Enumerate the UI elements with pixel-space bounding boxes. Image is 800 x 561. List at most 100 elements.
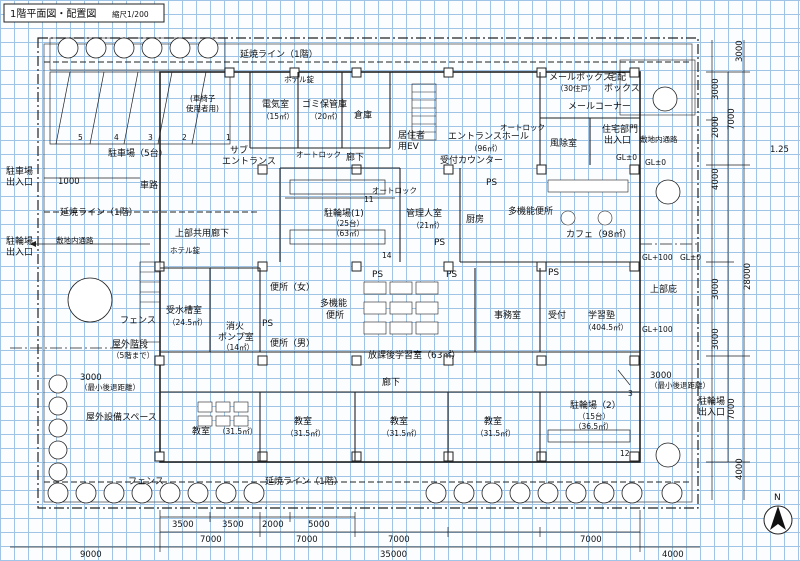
drawing-title: 1階平面図・配置図 bbox=[10, 8, 96, 20]
electric-room-area: （15㎡） bbox=[262, 112, 294, 121]
outdoor-stairs-label-2: （5階まで） bbox=[112, 350, 154, 360]
structural-columns bbox=[154, 67, 640, 462]
mail-corner-label: メールコーナー bbox=[568, 101, 631, 112]
wheelchair-label-1: (車椅子 bbox=[190, 93, 216, 103]
wheelchair-label-2: 使用者用) bbox=[186, 103, 219, 113]
auto-lock-label-2: オートロック bbox=[372, 186, 417, 195]
interior-walls bbox=[160, 72, 640, 462]
dim-bottom-2b: 7000 bbox=[296, 535, 318, 545]
resident-ev-label-2: 用EV bbox=[398, 141, 420, 152]
site-boundary bbox=[37, 37, 699, 509]
classroom-3-area: （31.5㎡） bbox=[382, 429, 421, 438]
parking-bay-4: 4 bbox=[114, 133, 119, 142]
planting-top bbox=[49, 37, 696, 116]
dim-right-lower-1: 3000 bbox=[711, 278, 721, 300]
ps-label-1: PS bbox=[486, 178, 497, 188]
ps-label-3: PS bbox=[372, 270, 383, 280]
delivery-box-label-1: 宅配 bbox=[608, 71, 626, 83]
common-corridor-label: 上部共用廊下 bbox=[175, 227, 229, 239]
dim-right-mid-1: 7000 bbox=[727, 108, 737, 130]
section-lines bbox=[10, 243, 700, 349]
parking-label: 駐車場（5台） bbox=[108, 147, 168, 159]
tree-column-left bbox=[48, 277, 113, 482]
delivery-box-label-2: ボックス bbox=[604, 83, 640, 94]
entrance-hall-label: エントランスホール bbox=[448, 131, 529, 142]
site-path-label-left: 敷地内通路 bbox=[56, 235, 94, 245]
mailbox-units: （30住戸） bbox=[556, 83, 596, 93]
setback-dim-left: 3000 bbox=[80, 373, 102, 383]
gl-marker-2: GL±0 bbox=[645, 158, 666, 167]
bike-entry-label-1: 駐輪場 bbox=[6, 235, 33, 247]
hotel-lock-label-left: ホテル錠 bbox=[170, 245, 200, 255]
bike-entry-right-label-1: 駐輪場 bbox=[698, 395, 725, 407]
right-dimension-lines bbox=[706, 40, 750, 500]
multi-toilet-2-label-1: 多機能 bbox=[320, 297, 347, 309]
bike-number-14: 14 bbox=[382, 251, 392, 260]
dim-right-mid-2: 28000 bbox=[743, 263, 753, 290]
cafe-label: カフェ（98㎡） bbox=[566, 229, 631, 240]
dim-right-upper-2: 2000 bbox=[711, 116, 721, 138]
toilet-male-label: 便所（男） bbox=[270, 337, 315, 349]
bike-entry-right-label-2: 出入口 bbox=[698, 406, 725, 418]
storage-label: 倉庫 bbox=[354, 109, 372, 121]
bike-parking-1-count: （25台） bbox=[332, 218, 364, 228]
ps-label-6: PS bbox=[262, 319, 273, 329]
auto-lock-label-3: オートロック bbox=[500, 123, 545, 132]
parking-bay-5: 5 bbox=[78, 133, 83, 142]
fire-spread-lines bbox=[44, 61, 690, 483]
manager-room-area: （21㎡） bbox=[412, 221, 444, 230]
dim-right-mid-3: 7000 bbox=[727, 398, 737, 420]
water-tank-label: 受水槽室 bbox=[166, 304, 202, 316]
site-fence bbox=[43, 43, 693, 503]
corridor-label-top: 廊下 bbox=[346, 151, 364, 163]
upper-eaves-label: 上部庇 bbox=[650, 283, 677, 295]
study-tables bbox=[363, 281, 439, 335]
fire-pump-label-2: ポンプ室 bbox=[218, 331, 254, 343]
setback-dim-right: 3000 bbox=[650, 371, 672, 381]
bike-parking-2-label: 駐輪場（2） bbox=[570, 399, 621, 411]
classroom-4-area: （31.5㎡） bbox=[476, 429, 515, 438]
fire-line-label-top: 延焼ライン（1階） bbox=[240, 48, 318, 60]
kitchen-label: 厨房 bbox=[466, 213, 484, 225]
fire-pump-label-1: 消火 bbox=[226, 320, 244, 332]
dim-right-upper-3: 3000 bbox=[711, 78, 721, 100]
classroom-1-area: （31.5㎡） bbox=[218, 427, 257, 436]
fence-label-left: フェンス bbox=[120, 316, 156, 326]
dim-bottom-total-3: 4000 bbox=[662, 550, 684, 560]
fire-line-label-left: 延焼ライン（1階） bbox=[60, 206, 138, 218]
housing-entry-label-1: 住宅部門 bbox=[602, 123, 638, 135]
gl-marker-4: GL±0 bbox=[680, 253, 701, 262]
drawing-scale: 縮尺1/200 bbox=[112, 9, 149, 19]
outdoor-equipment-label: 屋外設備スペース bbox=[86, 411, 157, 423]
corridor-label-bottom: 廊下 bbox=[382, 376, 400, 388]
path-arrow-left bbox=[30, 241, 36, 247]
reception-label: 受付 bbox=[548, 309, 566, 321]
bike-number-11: 11 bbox=[364, 195, 374, 204]
parking-bay-2: 2 bbox=[182, 133, 187, 142]
bike-parking-1-label: 駐輪場(1) bbox=[324, 207, 364, 219]
dim-bottom-total-2: 35000 bbox=[380, 550, 407, 560]
site-path-label-right: 敷地内通路 bbox=[640, 134, 678, 144]
wind-room-label: 風除室 bbox=[550, 137, 577, 149]
dim-bottom-2a: 7000 bbox=[200, 535, 222, 545]
sub-entrance-label-2: エントランス bbox=[222, 156, 276, 167]
fire-line-label-bottom: 延焼ライン（1階） bbox=[265, 475, 343, 487]
mailbox-label: メールボックス bbox=[549, 72, 612, 83]
dim-bottom-1b: 3500 bbox=[222, 520, 244, 530]
bike-parking-2-count: （15台） bbox=[578, 411, 610, 421]
north-arrow: N bbox=[763, 493, 793, 535]
gl-marker-1: GL±0 bbox=[616, 153, 637, 162]
cram-school-label: 学習塾 bbox=[588, 309, 615, 321]
electric-room-label: 電気室 bbox=[262, 98, 289, 110]
auto-lock-label-1: オートロック bbox=[296, 150, 341, 159]
road-dim: 1000 bbox=[58, 177, 80, 187]
housing-entry-label-2: 出入口 bbox=[604, 134, 631, 146]
garbage-room-label: ゴミ保管庫 bbox=[302, 98, 347, 110]
cafe-tables bbox=[547, 179, 629, 226]
ps-label-2: PS bbox=[434, 238, 445, 248]
ps-label-5: PS bbox=[548, 268, 559, 278]
entrance-hall-area: （96㎡） bbox=[470, 144, 502, 153]
classroom-3-label: 教室 bbox=[390, 415, 408, 427]
parking-bay-1: 1 bbox=[226, 133, 231, 142]
